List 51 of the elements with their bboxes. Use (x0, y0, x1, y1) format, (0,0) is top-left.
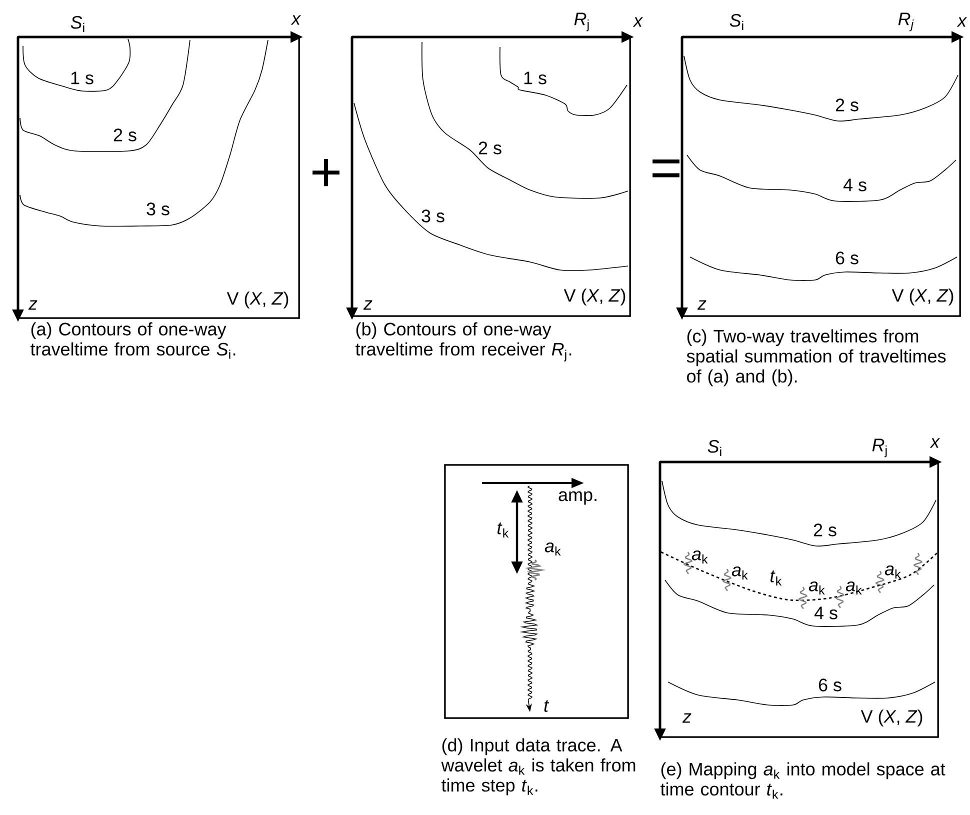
panel-label: amp. (558, 491, 596, 505)
plot-panel (681, 36, 961, 317)
operator-sign: + (312, 159, 340, 186)
axis-label: t (544, 700, 550, 712)
axis-label: z (28, 300, 38, 310)
panel-label: a$_{k}$ (692, 550, 708, 564)
axis-label: R$_{j}$ (898, 12, 914, 32)
panel-label: a$_{k}$ (808, 581, 825, 595)
panel-label: R$_{j}$ (574, 12, 589, 32)
axis-label: z (697, 300, 706, 310)
axis-label: z (363, 300, 372, 310)
plot-panel (351, 36, 631, 317)
panel-label: a$_{k}$ (732, 566, 748, 580)
panel-label: V (X, Z) (564, 288, 626, 306)
panel-label: 2 s (114, 128, 136, 142)
axis-label: x (290, 15, 302, 25)
panel-label: 4 s (843, 178, 866, 192)
panel-label: 3 s (146, 202, 170, 216)
panel-label: S$_{i}$ (730, 14, 744, 30)
panel-label: 2 s (478, 142, 502, 154)
panel-label: 1 s (524, 72, 546, 84)
panel-label: 6 s (818, 678, 842, 692)
panel-label: V (X, Z) (860, 710, 922, 726)
plot-panel (444, 464, 629, 719)
panel-label: t$_{k}$ (770, 570, 782, 586)
panel-label: V (X, Z) (892, 288, 954, 306)
panel-caption: (b) Contours of one-way traveltime from receiver R$_{j}$. (356, 322, 572, 362)
panel-label: R$_{j}$ (872, 438, 887, 458)
panel-label: a$_{k}$ (544, 542, 561, 556)
panel-label: S$_{i}$ (70, 16, 84, 32)
axis-label: x (930, 438, 940, 448)
plot-panel (659, 461, 939, 738)
panel-label: 1 s (71, 72, 94, 84)
axis-label: z (682, 713, 692, 723)
panel-label: 2 s (814, 524, 836, 536)
panel-label: V (X, Z) (226, 292, 288, 308)
axis-label: x (632, 17, 644, 27)
panel-label: a$_{k}$ (884, 565, 901, 579)
plot-panel (17, 36, 300, 319)
panel-label: 3 s (422, 210, 444, 222)
panel-label: t$_{k}$ (498, 522, 509, 538)
panel-label: S$_{i}$ (708, 440, 722, 456)
axis-label: x (956, 17, 968, 27)
panel-caption: (c) Two-way traveltimes from spatial summation of traveltimes of (a) and (b). (686, 329, 946, 386)
panel-label: 6 s (836, 252, 858, 264)
panel-label: 4 s (814, 606, 838, 620)
panel-caption: (e) Mapping a$_{k}$ into model space at time contour t$_{k}$. (660, 762, 946, 799)
panel-caption: (d) Input data trace. A wavelet a$_{k}$ is taken from time step t$_{k}$. (441, 738, 636, 796)
operator-sign: = (652, 159, 680, 178)
panel-caption: (a) Contours of one-way traveltime from source S$_{i}$. (30, 322, 236, 359)
panel-label: 2 s (836, 98, 858, 112)
